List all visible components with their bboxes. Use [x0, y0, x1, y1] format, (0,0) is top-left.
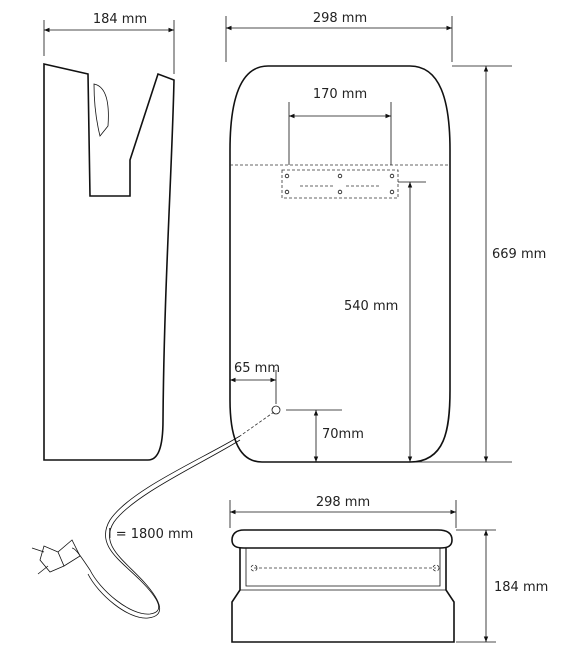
mount-hole: [284, 189, 290, 195]
mounting-plate: [281, 169, 399, 199]
top-view-body: [231, 548, 455, 643]
mount-hole: [337, 173, 343, 179]
cable-offset-label: 65 mm: [234, 361, 280, 376]
top-view-mount-hole: [432, 564, 440, 572]
side-view: 184 mm: [43, 12, 175, 461]
side-width-label: 184 mm: [93, 12, 147, 27]
side-view-outline: [43, 62, 175, 461]
cable-inner-segment: [239, 411, 275, 437]
top-view-mount-hole: [250, 564, 258, 572]
cable-wire-inner: [87, 439, 241, 619]
top-width-label: 298 mm: [316, 495, 370, 510]
mount-hole: [284, 173, 290, 179]
power-cable: l = 1800 mm: [31, 411, 275, 619]
mount-hole: [389, 173, 395, 179]
mount-height-label: 540 mm: [344, 299, 398, 314]
top-depth-label: 184 mm: [494, 580, 548, 595]
mount-hole: [389, 189, 395, 195]
top-view-inner-curve: [245, 548, 441, 587]
side-view-nozzle: [93, 83, 109, 137]
cable-length-label: l = 1800 mm: [108, 527, 193, 542]
cable-height-label: 70mm: [322, 427, 364, 442]
top-view: 298 mm 184 mm: [229, 495, 548, 643]
mount-hole: [337, 189, 343, 195]
mount-width-label: 170 mm: [313, 87, 367, 102]
front-view: 298 mm 170 mm 669 mm 540 mm 65 mm 70mm: [225, 11, 546, 463]
front-width-label: 298 mm: [313, 11, 367, 26]
cable-wire: [71, 435, 241, 615]
power-plug-icon: [31, 539, 81, 575]
height-label: 669 mm: [492, 247, 546, 262]
cable-exit-point: [271, 405, 281, 415]
front-view-outline: [229, 65, 451, 463]
top-view-upper: [231, 529, 453, 549]
